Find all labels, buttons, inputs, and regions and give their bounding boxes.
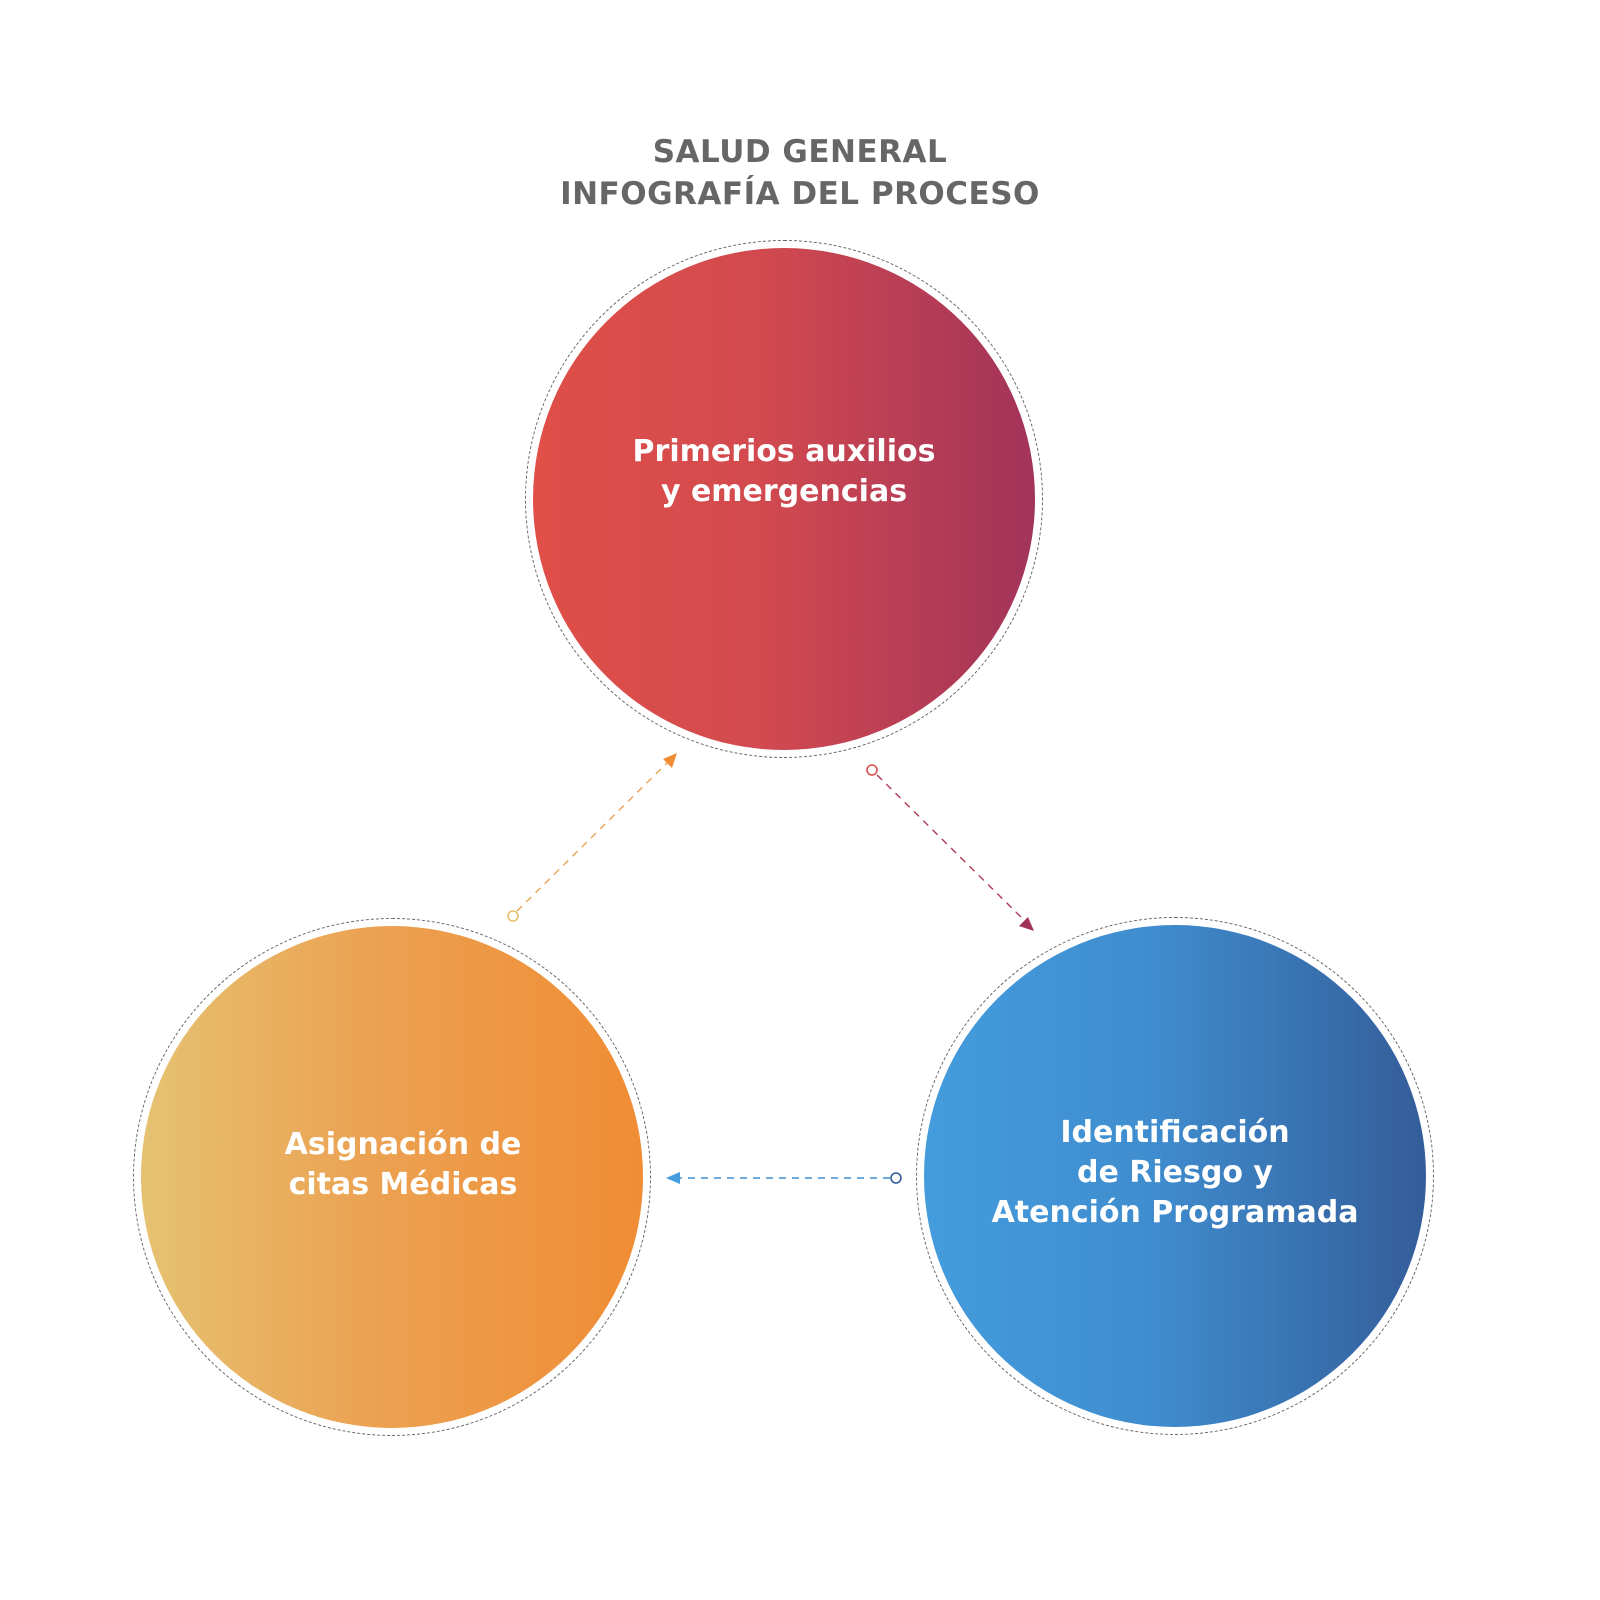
connector-left-to-top xyxy=(507,753,677,922)
node-label-line: Asignación de xyxy=(284,1126,522,1162)
node-label-primeros-auxilios: Primerios auxilios y emergencias xyxy=(633,432,936,512)
diagram-title-line1: SALUD GENERAL xyxy=(652,134,948,170)
connector-start-circle-icon xyxy=(866,764,878,776)
connector-right-to-left xyxy=(666,1172,902,1184)
connector-arrowhead-icon xyxy=(666,1172,680,1184)
node-label-line: Primerios auxilios xyxy=(632,433,936,469)
node-label-line: Atención Programada xyxy=(991,1195,1359,1230)
connector-arrowhead-icon xyxy=(1019,917,1034,931)
node-label-asignacion-citas: Asignación de citas Médicas xyxy=(285,1125,522,1205)
node-ring-asignacion-citas xyxy=(133,918,651,1436)
node-ring-identificacion-riesgo xyxy=(916,917,1434,1435)
node-ring-primeros-auxilios xyxy=(525,240,1043,758)
node-identificacion-riesgo: Identificación de Riesgo y Atención Prog… xyxy=(924,925,1426,1427)
connector-start-circle-icon xyxy=(507,910,519,922)
connector-start-circle-icon xyxy=(890,1172,902,1184)
connector-line xyxy=(876,774,1025,921)
node-label-line: Identificación xyxy=(1060,1115,1290,1150)
diagram-title-line2: INFOGRAFÍA DEL PROCESO xyxy=(560,176,1040,212)
node-label-identificacion-riesgo: Identificación de Riesgo y Atención Prog… xyxy=(992,1113,1359,1233)
node-label-line: de Riesgo y xyxy=(1077,1155,1273,1190)
node-label-line: y emergencias xyxy=(660,473,908,509)
connector-top-to-right xyxy=(866,764,1034,931)
node-label-line: citas Médicas xyxy=(288,1166,518,1202)
connector-line xyxy=(516,761,669,912)
connector-arrowhead-icon xyxy=(663,753,677,768)
node-asignacion-citas: Asignación de citas Médicas xyxy=(141,926,643,1428)
node-primeros-auxilios: Primerios auxilios y emergencias xyxy=(533,248,1035,750)
